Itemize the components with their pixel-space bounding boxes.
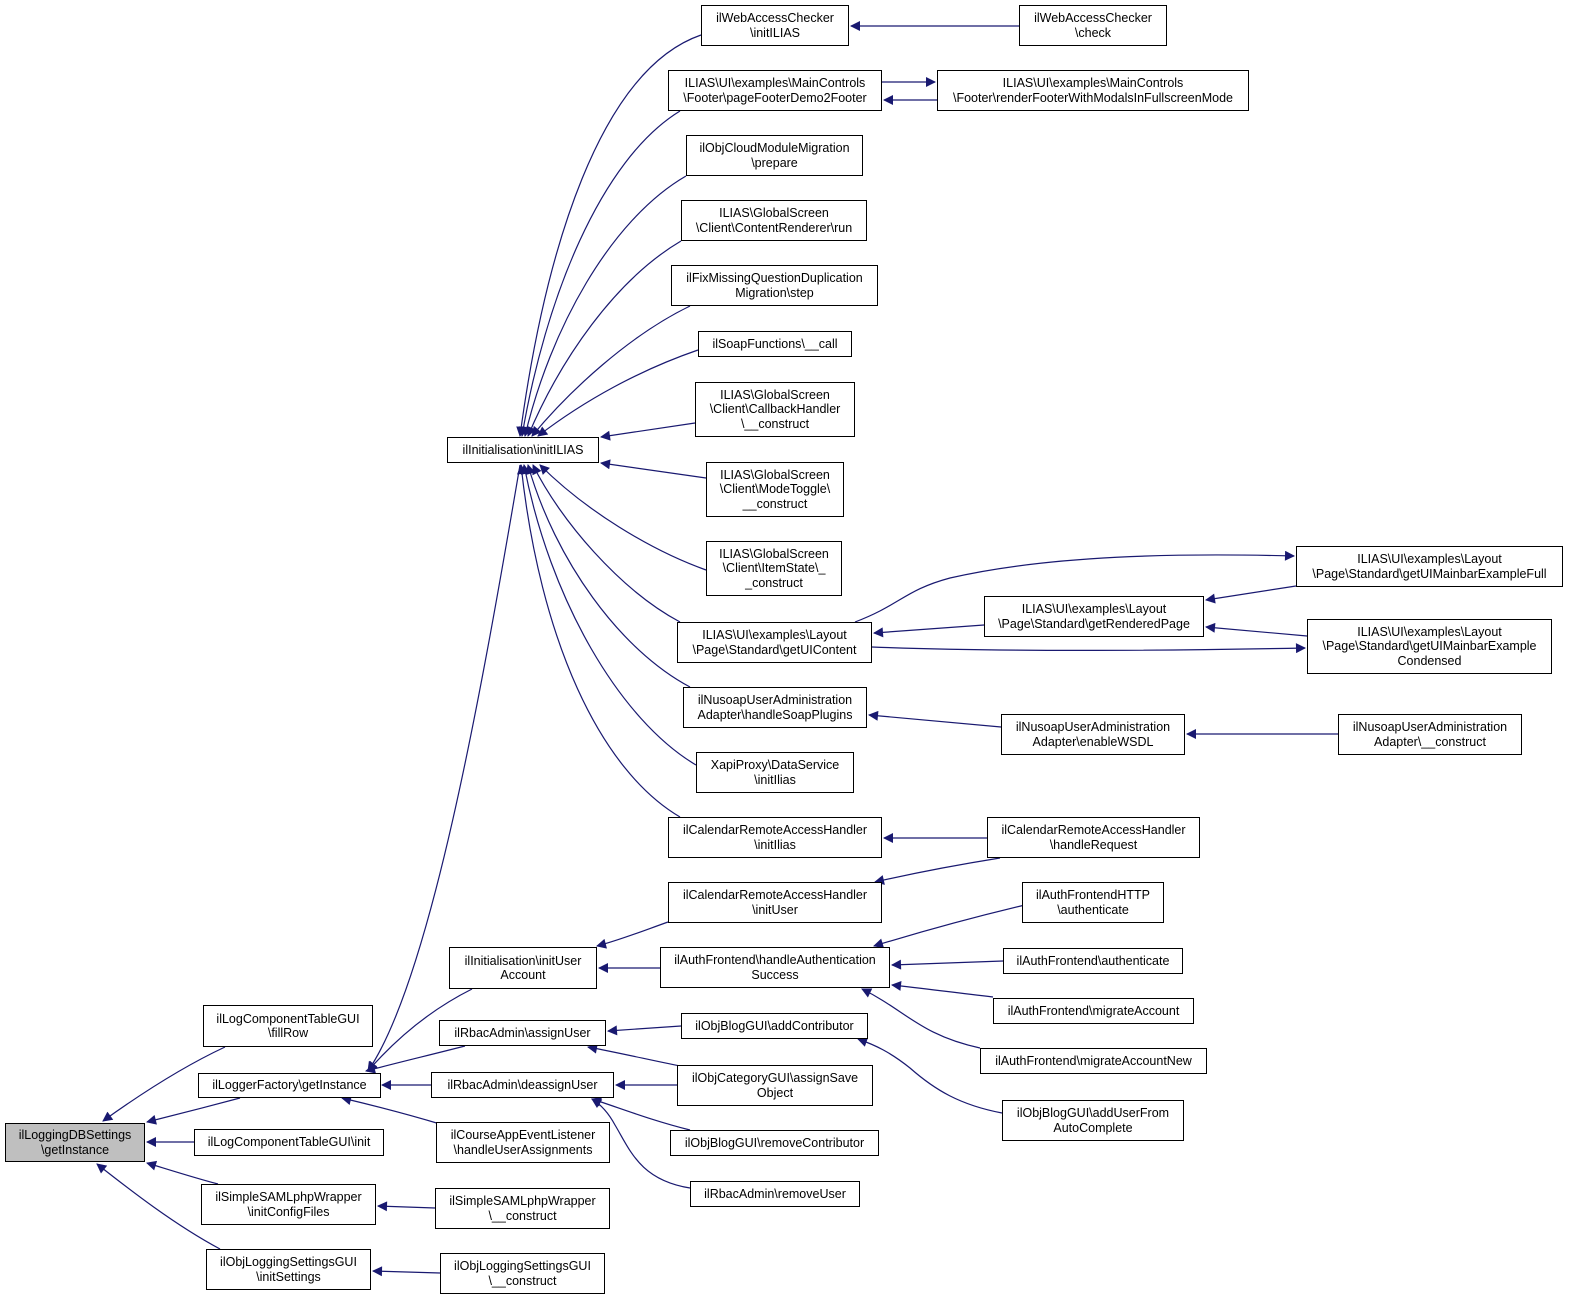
node-rbac-deassign[interactable]: ilRbacAdmin\deassignUser xyxy=(431,1072,614,1098)
node-auth-authenticate[interactable]: ilAuthFrontend\authenticate xyxy=(1003,948,1183,974)
edge-catassignsave-rbacassign xyxy=(587,1043,681,1067)
edge-objlogginginit-root xyxy=(96,1163,221,1250)
node-cat-assignsave[interactable]: ilObjCategoryGUI\assignSave Object xyxy=(677,1065,873,1106)
node-objlogging-construct[interactable]: ilObjLoggingSettingsGUI \__construct xyxy=(440,1253,605,1294)
edge-blogadduser-blogaddcontrib xyxy=(857,1037,1003,1114)
node-init-user[interactable]: ilInitialisation\initUser Account xyxy=(449,947,597,989)
node-gs-content-renderer[interactable]: ILIAS\GlobalScreen \Client\ContentRender… xyxy=(681,200,867,241)
edge-footerdemo2-initilias xyxy=(518,110,681,437)
node-blog-removecontrib[interactable]: ilObjBlogGUI\removeContributor xyxy=(670,1130,879,1156)
node-objlogging-init[interactable]: ilObjLoggingSettingsGUI \initSettings xyxy=(206,1249,371,1290)
node-auth-migrate[interactable]: ilAuthFrontend\migrateAccount xyxy=(993,998,1194,1024)
edge-initilias-loggerfactory xyxy=(367,464,521,1072)
node-logcomp-fillrow[interactable]: ilLogComponentTableGUI \fillRow xyxy=(203,1005,373,1047)
edge-authmigrate-authsuccess xyxy=(891,980,994,998)
edge-samlconstruct-samlinit xyxy=(377,1201,436,1212)
edge-gscontent-initilias xyxy=(526,240,682,437)
edge-nusoapplugins-initilias xyxy=(525,464,691,688)
node-blog-addcontrib[interactable]: ilObjBlogGUI\addContributor xyxy=(681,1013,868,1039)
node-rbac-assign[interactable]: ilRbacAdmin\assignUser xyxy=(439,1020,606,1046)
node-gs-modetoggle[interactable]: ILIAS\GlobalScreen \Client\ModeToggle\ _… xyxy=(706,462,844,517)
node-logcomp-init[interactable]: ilLogComponentTableGUI\init xyxy=(194,1129,384,1156)
node-cal-handlerequest[interactable]: ilCalendarRemoteAccessHandler \handleReq… xyxy=(987,817,1200,858)
edge-layoutfull-layoutgetui xyxy=(854,550,1295,623)
node-nusoap-wsdl[interactable]: ilNusoapUserAdministration Adapter\enabl… xyxy=(1001,714,1185,755)
edge-blogaddcontrib-rbacassign xyxy=(607,1025,682,1036)
node-saml-construct[interactable]: ilSimpleSAMLphpWrapper \__construct xyxy=(435,1188,610,1229)
node-layout-full[interactable]: ILIAS\UI\examples\Layout \Page\Standard\… xyxy=(1296,546,1563,587)
node-nusoap-plugins[interactable]: ilNusoapUserAdministration Adapter\handl… xyxy=(683,687,867,728)
node-layout-condensed[interactable]: ILIAS\UI\examples\Layout \Page\Standard\… xyxy=(1307,619,1552,674)
edge-layoutrendered-layoutgetui xyxy=(873,624,985,638)
node-xapi-init[interactable]: XapiProxy\DataService \initIlias xyxy=(696,752,854,793)
edge-fixmissing-initilias xyxy=(531,305,691,437)
node-init-ilias[interactable]: ilInitialisation\initILIAS xyxy=(447,437,599,463)
node-cal-initilias[interactable]: ilCalendarRemoteAccessHandler \initIlias xyxy=(668,817,882,858)
node-webaccess-check[interactable]: ilWebAccessChecker \check xyxy=(1019,5,1167,46)
edge-calhandlerequest-calinituser xyxy=(874,857,1001,885)
edge-gsmodetoggle-initilias xyxy=(600,459,707,479)
edge-authmigratenew-authsuccess xyxy=(861,988,981,1049)
node-root[interactable]: ilLoggingDBSettings \getInstance xyxy=(5,1123,145,1162)
node-footer-modals[interactable]: ILIAS\UI\examples\MainControls \Footer\r… xyxy=(937,70,1249,111)
node-auth-success[interactable]: ilAuthFrontend\handleAuthentication Succ… xyxy=(660,947,890,988)
node-blog-adduser[interactable]: ilObjBlogGUI\addUserFrom AutoComplete xyxy=(1002,1100,1184,1141)
node-gs-callback[interactable]: ILIAS\GlobalScreen \Client\CallbackHandl… xyxy=(695,382,855,437)
edge-webaccessinit-initilias xyxy=(516,34,702,437)
edge-layoutfull-layoutrendered xyxy=(1205,585,1297,604)
node-nusoap-construct[interactable]: ilNusoapUserAdministration Adapter\__con… xyxy=(1338,714,1522,755)
node-loggerfactory[interactable]: ilLoggerFactory\getInstance xyxy=(198,1073,381,1098)
node-samlwrapper-init[interactable]: ilSimpleSAMLphpWrapper \initConfigFiles xyxy=(201,1184,376,1225)
node-webaccess-init[interactable]: ilWebAccessChecker \initILIAS xyxy=(701,5,849,46)
node-cloud-migration[interactable]: ilObjCloudModuleMigration \prepare xyxy=(686,135,863,176)
edge-nusoapwsdl-nusoapplugins xyxy=(868,710,1002,728)
edge-calinituser-inituser xyxy=(596,921,669,949)
edge-calinitilias-initilias xyxy=(517,464,681,818)
edge-xapiinit-initilias xyxy=(520,464,697,766)
node-soap-call[interactable]: ilSoapFunctions\__call xyxy=(698,331,852,357)
node-cal-inituser[interactable]: ilCalendarRemoteAccessHandler \initUser xyxy=(668,882,882,923)
edge-cloudmigration-initilias xyxy=(522,175,687,437)
edge-rbacassign-loggerfactory xyxy=(365,1045,466,1074)
edge-samlinit-root xyxy=(146,1160,219,1185)
edge-inituser-loggerfactory xyxy=(367,988,473,1072)
node-gs-itemstate[interactable]: ILIAS\GlobalScreen \Client\ItemState\_ _… xyxy=(706,541,842,596)
node-layout-rendered[interactable]: ILIAS\UI\examples\Layout \Page\Standard\… xyxy=(984,596,1204,637)
node-auth-http[interactable]: ilAuthFrontendHTTP \authenticate xyxy=(1022,882,1164,923)
edge-gscallback-initilias xyxy=(600,422,696,441)
edge-rbacremoveuser-rbacdeassign xyxy=(591,1098,691,1189)
node-course-event[interactable]: ilCourseAppEventListener \handleUserAssi… xyxy=(436,1122,610,1163)
edge-authauthenticate-authsuccess xyxy=(891,959,1004,970)
node-fix-missing[interactable]: ilFixMissingQuestionDuplication Migratio… xyxy=(671,265,878,306)
edge-authhttp-authsuccess xyxy=(873,904,1026,949)
edge-courseevent-loggerfactory xyxy=(341,1095,441,1125)
node-auth-migrate-new[interactable]: ilAuthFrontend\migrateAccountNew xyxy=(980,1048,1207,1074)
node-rbac-removeuser[interactable]: ilRbacAdmin\removeUser xyxy=(690,1181,860,1207)
edge-soapcall-initilias xyxy=(537,349,699,437)
node-layout-getui[interactable]: ILIAS\UI\examples\Layout \Page\Standard\… xyxy=(677,622,872,663)
edge-objloggingconstruct-objlogginginit xyxy=(372,1266,441,1277)
edge-gsitemstate-initilias xyxy=(539,464,707,571)
edge-layoutcondensed-layoutrendered xyxy=(1205,622,1308,637)
edge-fillrow-root xyxy=(102,1046,226,1122)
edge-loggerfactory-root xyxy=(146,1097,241,1125)
edge-layoutgetui-initilias xyxy=(532,464,681,623)
edge-layoutgetui-layoutcondensed xyxy=(871,643,1306,654)
node-footer-demo2[interactable]: ILIAS\UI\examples\MainControls \Footer\p… xyxy=(668,70,882,111)
